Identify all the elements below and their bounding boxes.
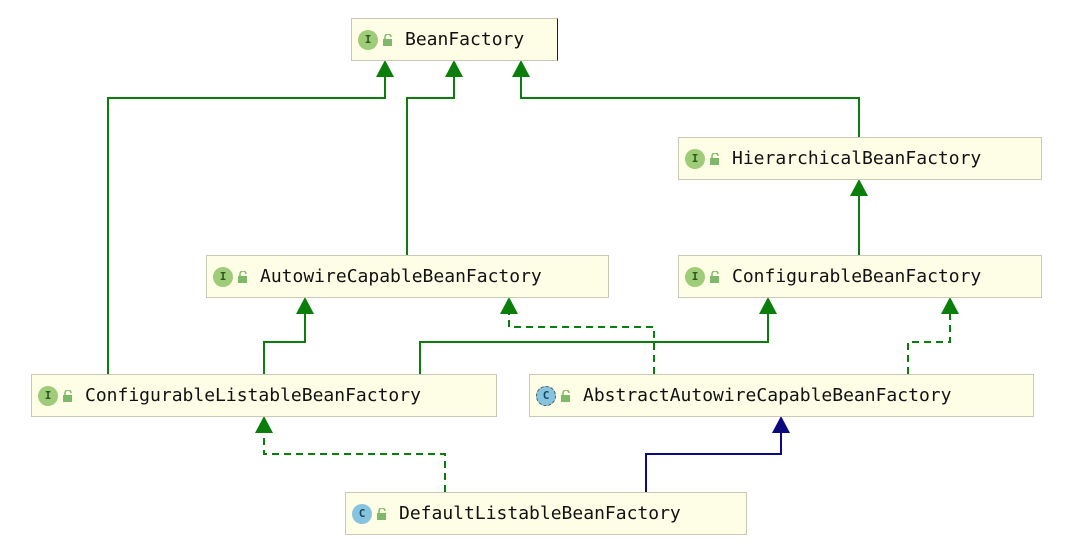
- edge-clbf-bf: [107, 76, 386, 374]
- arrowhead-clbf-acbf: [296, 297, 314, 314]
- arrowhead-aacbf-cbf: [941, 297, 959, 314]
- public-access-icon: [383, 33, 392, 46]
- edge-hbf-bf: [520, 76, 860, 137]
- node-configurablelistablebeanfactory[interactable]: I ConfigurableListableBeanFactory: [31, 374, 497, 417]
- edge-aacbf-cbf: [907, 313, 951, 374]
- arrowhead-cbf-hbf: [850, 179, 868, 196]
- node-beanfactory[interactable]: I BeanFactory: [351, 18, 558, 61]
- node-label: DefaultListableBeanFactory: [399, 503, 681, 524]
- class-icon: C: [352, 503, 372, 524]
- node-label: ConfigurableListableBeanFactory: [85, 385, 421, 406]
- public-access-icon: [63, 389, 72, 402]
- edge-clbf-acbf: [263, 313, 306, 374]
- arrowhead-clbf-bf: [376, 60, 394, 77]
- interface-icon: I: [213, 266, 233, 287]
- public-access-icon: [377, 507, 386, 520]
- node-label: AbstractAutowireCapableBeanFactory: [583, 385, 952, 406]
- node-abstractautowirecapablebeanfactory[interactable]: C AbstractAutowireCapableBeanFactory: [529, 374, 1034, 417]
- edge-dlbf-aacbf: [645, 432, 782, 492]
- edge-acbf-bf: [406, 76, 455, 255]
- public-access-icon: [238, 270, 247, 283]
- arrowhead-aacbf-acbf: [500, 297, 518, 314]
- node-label: HierarchicalBeanFactory: [732, 148, 982, 169]
- arrowhead-dlbf-clbf: [255, 416, 273, 433]
- interface-icon: I: [685, 148, 705, 169]
- arrowhead-hbf-bf: [512, 60, 530, 77]
- node-defaultlistablebeanfactory[interactable]: C DefaultListableBeanFactory: [345, 492, 747, 535]
- node-label: BeanFactory: [405, 29, 525, 50]
- arrowhead-dlbf-aacbf: [772, 416, 790, 433]
- interface-icon: I: [685, 266, 705, 287]
- node-configurablebeanfactory[interactable]: I ConfigurableBeanFactory: [678, 255, 1042, 298]
- public-access-icon: [710, 270, 719, 283]
- interface-icon: I: [38, 385, 58, 406]
- public-access-icon: [710, 152, 719, 165]
- interface-icon: I: [358, 29, 378, 50]
- arrowhead-clbf-cbf: [759, 297, 777, 314]
- edge-clbf-cbf: [419, 313, 769, 374]
- public-access-icon: [561, 389, 570, 402]
- node-autowirecapablebeanfactory[interactable]: I AutowireCapableBeanFactory: [206, 255, 609, 298]
- node-hierarchicalbeanfactory[interactable]: I HierarchicalBeanFactory: [678, 137, 1042, 180]
- abstract-class-icon: C: [536, 385, 556, 406]
- arrowhead-acbf-bf: [445, 60, 463, 77]
- edge-dlbf-clbf: [263, 432, 446, 492]
- edge-aacbf-acbf: [508, 313, 655, 374]
- node-label: ConfigurableBeanFactory: [732, 266, 982, 287]
- node-label: AutowireCapableBeanFactory: [260, 266, 542, 287]
